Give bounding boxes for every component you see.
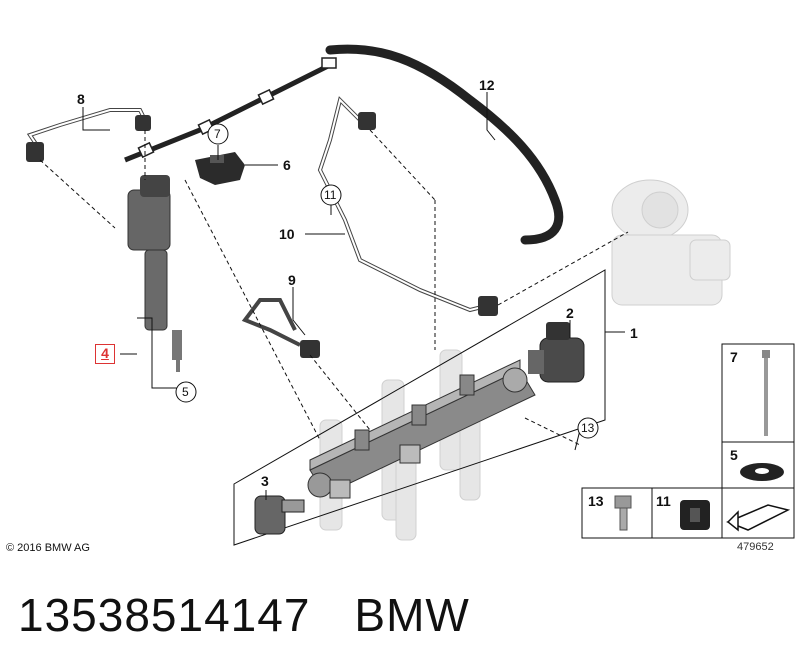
- callout-9: 9: [288, 272, 296, 288]
- pipe-10-nut-bottom: [478, 296, 498, 316]
- solid-leaders: [82, 92, 625, 500]
- svg-text:13: 13: [581, 421, 595, 435]
- callout-1: 1: [630, 325, 638, 341]
- injector-4: [127, 175, 182, 372]
- svg-text:7: 7: [214, 127, 221, 141]
- callout-4-label: 4: [101, 345, 109, 361]
- legend-box-7: 7: [721, 343, 795, 443]
- legend-box-13: 13: [581, 487, 653, 539]
- callout-3: 3: [261, 473, 269, 489]
- pipe-9: [241, 298, 301, 347]
- leak-off-line: [124, 62, 332, 163]
- brand-name: BMW: [354, 589, 470, 641]
- diagram-reference-number: 479652: [737, 541, 774, 553]
- parts-diagram: 8 6 10 9 12 2 1 3 7 11 13 5 7 5 13: [26, 44, 795, 546]
- svg-text:13: 13: [588, 493, 604, 509]
- pipe-9-nut: [300, 340, 320, 358]
- callout-12: 12: [479, 77, 495, 93]
- svg-text:5: 5: [182, 385, 189, 399]
- footer-caption: 13538514147 BMW: [18, 588, 470, 642]
- fuel-rail-1: [307, 359, 536, 499]
- callout-10: 10: [279, 226, 295, 242]
- rail-box-outline: [233, 269, 606, 546]
- callout-8: 8: [77, 91, 85, 107]
- high-pressure-pump: [611, 179, 731, 306]
- pipe-8-nut-right: [135, 115, 151, 131]
- legend-box-5: 5: [721, 441, 795, 489]
- legend-box-11: 11: [651, 487, 723, 539]
- pipe-10-nut-top: [358, 112, 376, 130]
- highlighted-callout-4: 4: [95, 344, 115, 364]
- rail-sensor-3: [254, 495, 305, 535]
- circle-callout-5: 5: [175, 381, 197, 403]
- svg-text:7: 7: [730, 349, 738, 365]
- clamp-6: [195, 152, 245, 185]
- pipe-8-nut-left: [26, 142, 44, 162]
- pressure-valve-2: [528, 322, 585, 383]
- dashed-leaders: [39, 129, 629, 446]
- leak-off-clips: [137, 57, 337, 159]
- svg-text:11: 11: [324, 188, 337, 202]
- pipe-10: [317, 96, 491, 313]
- callout-2: 2: [566, 305, 574, 321]
- circle-callout-13: 13: [577, 417, 599, 439]
- circle-callout-11: 11: [320, 184, 342, 206]
- part-number: 13538514147: [18, 589, 311, 641]
- legend-box-arrow: [721, 487, 795, 539]
- svg-text:11: 11: [656, 493, 671, 509]
- return-hose: [325, 44, 564, 245]
- copyright-text: © 2016 BMW AG: [6, 542, 90, 554]
- callout-6: 6: [283, 157, 291, 173]
- circle-callout-7: 7: [207, 123, 229, 145]
- svg-text:5: 5: [730, 447, 738, 463]
